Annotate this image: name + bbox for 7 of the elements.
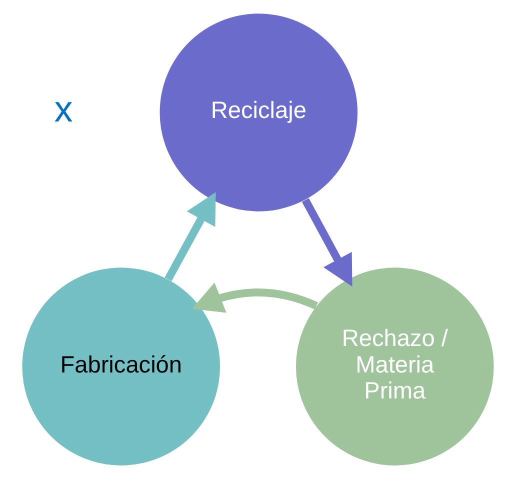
- label: x: [54, 88, 72, 130]
- arrow: [301, 198, 352, 287]
- arrow: [164, 192, 216, 282]
- node-circle: Reciclaje: [159, 14, 358, 212]
- node-circle: Fabricación: [22, 268, 220, 466]
- node-circle: Rechazo / Materia Prima: [295, 268, 494, 466]
- arrow: [191, 282, 318, 313]
